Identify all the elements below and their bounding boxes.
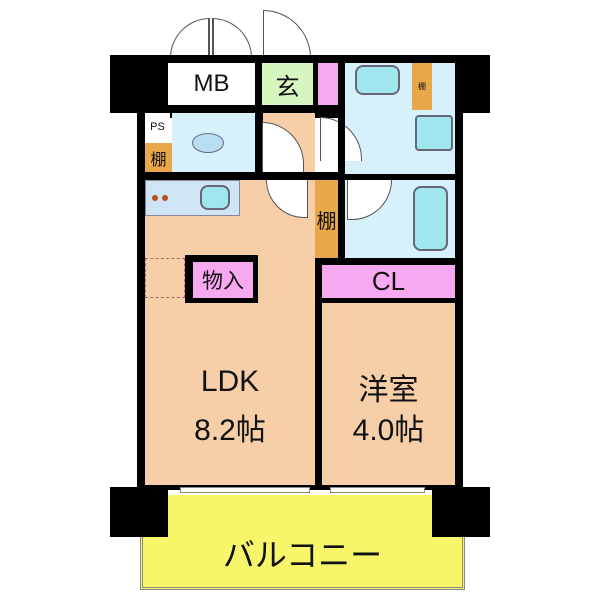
ldk-window [180, 487, 310, 493]
column-bottom-left [110, 487, 168, 537]
wall [345, 174, 460, 180]
shoe-box [318, 63, 338, 105]
storage-label: 物入 [202, 270, 244, 293]
mb-label: MB [193, 70, 230, 97]
stove-burner-icon [152, 195, 158, 201]
wall [315, 258, 460, 265]
shelf-washroom-label: 棚 [418, 82, 426, 91]
closet: CL [322, 265, 455, 298]
wall [255, 105, 263, 180]
balcony: バルコニー [140, 495, 465, 590]
western-size: 4.0帖 [352, 414, 425, 447]
refrigerator-space [145, 258, 185, 298]
sink-icon [200, 185, 230, 210]
ps-label: PS [150, 120, 165, 133]
wall [140, 172, 340, 180]
genkan: 玄 [262, 63, 313, 105]
washing-machine-icon [355, 65, 400, 95]
shelf-hall-label: 棚 [316, 210, 337, 233]
storage: 物入 [193, 262, 253, 298]
partition-wall [315, 258, 322, 488]
shelf-washroom: 棚 [412, 63, 432, 110]
bathtub-icon [413, 186, 448, 251]
ldk-name: LDK [200, 365, 260, 398]
column-bottom-right [432, 487, 490, 537]
ps: PS [145, 113, 170, 140]
balcony-label: バルコニー [222, 537, 383, 573]
wash-basin-icon [415, 115, 453, 151]
genkan-label: 玄 [275, 73, 300, 101]
shelf-toilet: 棚 [145, 143, 172, 173]
wall [315, 298, 460, 303]
western-window [330, 487, 425, 493]
closet-label: CL [371, 266, 406, 296]
ldk-room: LDK 8.2帖 [145, 180, 315, 485]
western-name: 洋室 [358, 374, 419, 407]
wall [338, 105, 345, 300]
toilet-icon [192, 133, 224, 153]
shelf-toilet-label: 棚 [150, 152, 167, 169]
western-room: 洋室 4.0帖 [322, 303, 455, 485]
shelf-hall: 棚 [315, 180, 338, 258]
mb-door-left [170, 18, 210, 58]
mb-door-right [212, 18, 252, 58]
stove-burner-icon [162, 195, 168, 201]
mb-room: MB [168, 63, 255, 105]
ldk-size: 8.2帖 [194, 414, 266, 447]
entrance-door [263, 10, 311, 58]
